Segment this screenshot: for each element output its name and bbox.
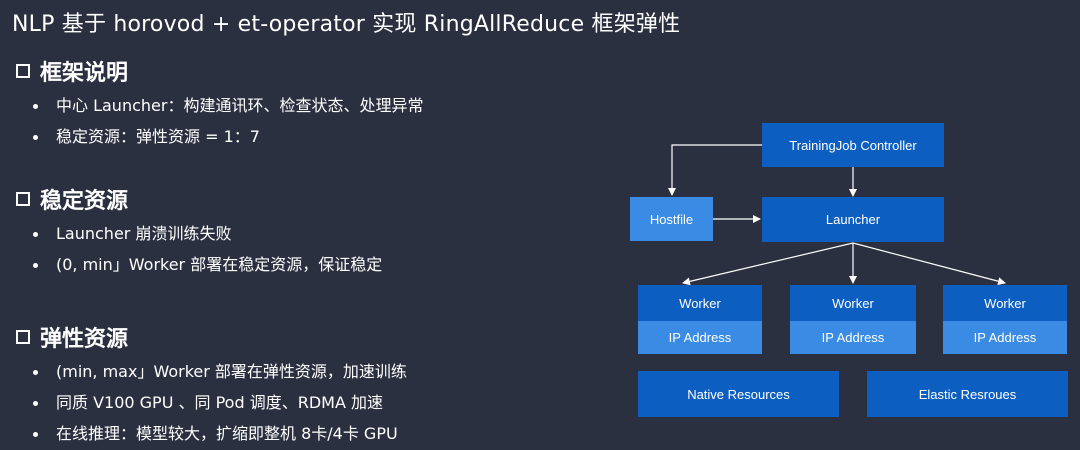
section-elastic: 弹性资源 (min, max」Worker 部署在弹性资源，加速训练 同质 V1…	[16, 322, 576, 449]
native-resources-box: Native Resources	[638, 371, 839, 417]
launcher-box: Launcher	[762, 197, 944, 242]
arrow-controller-to-hostfile	[668, 144, 762, 196]
bullet-dot-icon	[33, 135, 38, 140]
bullet-dot-icon	[33, 263, 38, 268]
checkbox-icon	[16, 64, 30, 78]
bullet-list: 中心 Launcher：构建通讯环、检查状态、处理异常 稳定资源：弹性资源 = …	[16, 90, 576, 152]
bullet-list: (min, max」Worker 部署在弹性资源，加速训练 同质 V100 GP…	[16, 356, 576, 449]
worker-ip-box: IP Address	[943, 321, 1067, 354]
checkbox-icon	[16, 192, 30, 206]
architecture-diagram: TrainingJob Controller Hostfile Launcher…	[600, 110, 1070, 430]
bullet-item: (min, max」Worker 部署在弹性资源，加速训练	[16, 356, 576, 387]
arrow-launcher-to-worker-1	[682, 242, 854, 286]
section-heading: 稳定资源	[40, 189, 129, 214]
elastic-resources-box: Elastic Resroues	[867, 371, 1068, 417]
checkbox-icon	[16, 330, 30, 344]
hostfile-box: Hostfile	[630, 197, 713, 241]
bullet-list: Launcher 崩溃训练失败 (0, min」Worker 部署在稳定资源，保…	[16, 218, 576, 280]
worker-box: Worker	[790, 285, 916, 321]
bullet-item: 稳定资源：弹性资源 = 1：7	[16, 121, 576, 152]
arrow-launcher-to-worker-3	[852, 242, 1006, 286]
section-framework: 框架说明 中心 Launcher：构建通讯环、检查状态、处理异常 稳定资源：弹性…	[16, 56, 576, 152]
section-heading: 框架说明	[40, 61, 129, 86]
worker-box: Worker	[638, 285, 762, 321]
bullet-item: 在线推理：模型较大，扩缩即整机 8卡/4卡 GPU	[16, 418, 576, 449]
bullet-item: (0, min」Worker 部署在稳定资源，保证稳定	[16, 249, 576, 280]
worker-box: Worker	[943, 285, 1067, 321]
worker-ip-box: IP Address	[790, 321, 916, 354]
bullet-dot-icon	[33, 232, 38, 237]
diagram-connectors	[668, 144, 1006, 286]
section-stable: 稳定资源 Launcher 崩溃训练失败 (0, min」Worker 部署在稳…	[16, 184, 576, 280]
bullet-dot-icon	[33, 370, 38, 375]
bullet-item: 中心 Launcher：构建通讯环、检查状态、处理异常	[16, 90, 576, 121]
section-heading: 弹性资源	[40, 327, 129, 352]
slide-title: NLP 基于 horovod + et-operator 实现 RingAllR…	[12, 12, 681, 37]
worker-ip-box: IP Address	[638, 321, 762, 354]
bullet-item: 同质 V100 GPU 、同 Pod 调度、RDMA 加速	[16, 387, 576, 418]
bullet-dot-icon	[33, 432, 38, 437]
controller-box: TrainingJob Controller	[762, 123, 944, 167]
bullet-dot-icon	[33, 104, 38, 109]
bullet-item: Launcher 崩溃训练失败	[16, 218, 576, 249]
bullet-dot-icon	[33, 401, 38, 406]
